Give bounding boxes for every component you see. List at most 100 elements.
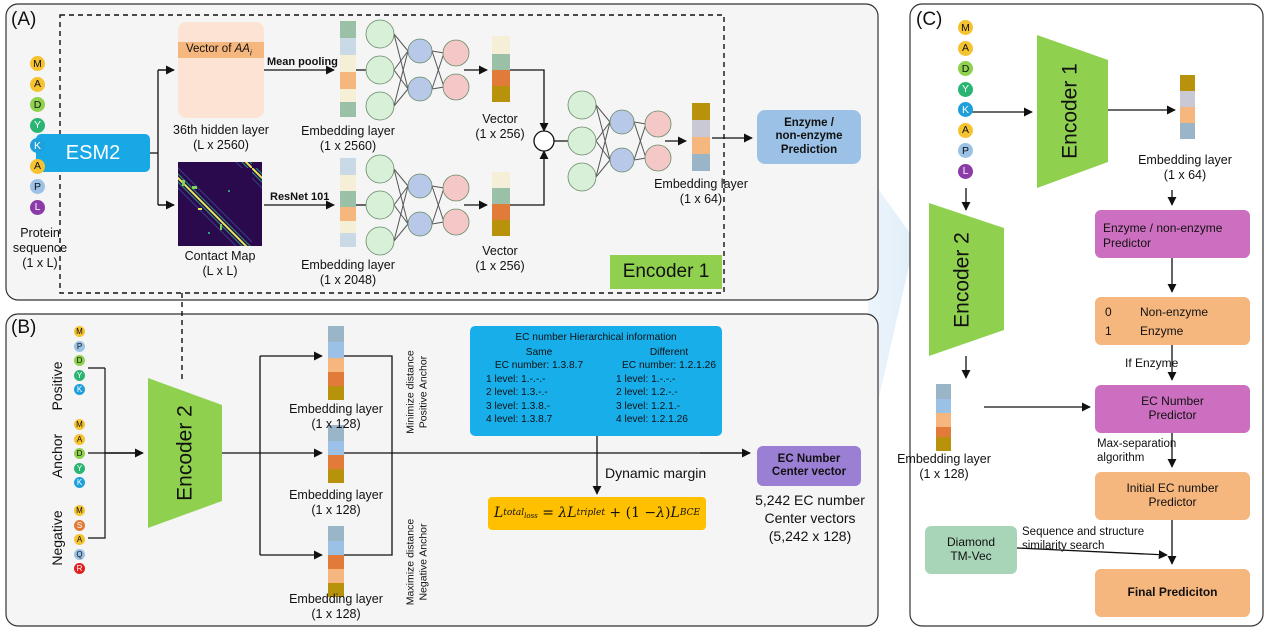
mlp-input-node <box>365 55 395 85</box>
embedding-64-stack-a <box>692 103 710 171</box>
c-encoder1-label: Encoder 1 <box>1058 63 1082 159</box>
concat-circle <box>533 130 555 152</box>
residue-circle: M <box>74 419 85 430</box>
residue-circle: M <box>958 20 973 35</box>
hidden-layer-label: 36th hidden layer (L x 2560) <box>173 123 269 152</box>
mlp-output-node <box>442 174 470 202</box>
loss-box <box>488 497 706 530</box>
hidden-vector-band <box>178 42 264 58</box>
ec-line: Different <box>649 347 689 358</box>
mlp-edge <box>393 50 409 107</box>
mlp-input-node <box>365 226 395 256</box>
c-if-enzyme-label: If Enzyme <box>1125 356 1179 370</box>
vector-bottom-label: Vector (1 x 256) <box>475 244 525 273</box>
embedding-64-label-a: Embedding layer (1 x 64) <box>654 177 748 206</box>
mlp-edge <box>393 50 409 71</box>
encoder2-label-b: Encoder 2 <box>173 405 197 501</box>
contact-map <box>178 162 262 246</box>
mlp-hidden-node <box>609 109 635 135</box>
hidden-vector-label: Vector of AAi <box>186 43 252 58</box>
ec-line: 3 level: 1.3.8.- <box>486 400 550 412</box>
mlp-edge <box>431 86 445 90</box>
residue-circle: P <box>74 340 85 352</box>
panel-c-label: (C) <box>916 9 943 30</box>
c-similarity-label: Sequence and structure similarity search <box>1022 526 1145 552</box>
mlp-input-node <box>567 162 597 192</box>
mlp-hidden-node <box>407 76 433 102</box>
vector-top-to-plus-arrow <box>510 69 549 132</box>
c-final-box <box>1095 569 1250 617</box>
ec-line: 1 level: 1.-.-.- <box>486 373 546 385</box>
encoder2-trapezoid-b <box>148 378 222 528</box>
enzyme-prediction-label: Enzyme / non-enzyme Prediction <box>775 117 843 156</box>
residue-circle: A <box>958 122 973 138</box>
enzyme-prediction-box <box>757 110 861 164</box>
residue-circle: K <box>958 102 973 117</box>
residue-circle: Y <box>958 81 973 97</box>
residue-circle: K <box>74 384 85 395</box>
merge-line <box>344 355 750 556</box>
mlp-edge <box>393 33 409 52</box>
mlp-input-node <box>567 90 597 120</box>
c-class0-num: 0 <box>1105 305 1112 319</box>
c-embedding-128-stack <box>936 384 951 451</box>
background-arrow <box>868 175 915 445</box>
residue-circle: A <box>74 433 85 445</box>
esm2-box <box>36 134 150 172</box>
negative-label: Negative <box>49 510 65 566</box>
vector-top-label: Vector (1 x 256) <box>475 112 525 141</box>
dynamic-margin-label: Dynamic margin <box>605 465 707 481</box>
c-ec-predictor-box <box>1095 385 1250 433</box>
residue-circle: L <box>30 199 45 215</box>
ec-line: Same <box>525 347 553 358</box>
residue-circle: D <box>30 97 45 112</box>
residue-circle: M <box>74 326 85 337</box>
c-final-label: Final Prediciton <box>1127 585 1218 600</box>
residue-circle: A <box>30 76 45 92</box>
encoder1-tag-box <box>610 255 722 289</box>
anchor-label: Anchor <box>49 433 65 479</box>
mlp-edge <box>431 185 445 189</box>
residue-circle: D <box>74 355 85 366</box>
residue-circle: Q <box>74 548 85 560</box>
residue-circle: P <box>958 143 973 158</box>
mlp-edge <box>431 52 445 90</box>
residue-circle: M <box>30 56 45 71</box>
c-enzyme-predictor-label: Enzyme / non-enzyme Predictor <box>1103 221 1223 250</box>
residue-circle: D <box>958 61 973 76</box>
encoder2-split-line <box>222 356 261 555</box>
ec-line: 1 level: 1.-.-.- <box>616 373 676 385</box>
residue-circle: K <box>30 138 45 153</box>
mlp-output-node <box>644 144 672 172</box>
mlp-input-node <box>567 126 597 156</box>
c-initial-predictor-label: Initial EC number Predictor <box>1126 481 1219 509</box>
embedding-128-stack-3 <box>328 526 344 597</box>
c-diamond-box <box>925 526 1017 574</box>
panel-b-label: (B) <box>11 317 37 338</box>
c-max-separation-label: Max-separation algorithm <box>1097 438 1177 464</box>
mlp-hidden-node <box>407 38 433 64</box>
mlp-hidden-node <box>407 211 433 237</box>
ec-line: 4 level: 1.3.8.7 <box>486 413 553 425</box>
vector-bottom-to-plus-arrow <box>510 150 549 206</box>
mlp-edge <box>595 121 611 142</box>
residue-circle: S <box>74 519 85 531</box>
mlp-edge <box>595 104 611 161</box>
ec-center-label: EC Number Center vector <box>771 452 847 478</box>
residue-circle: M <box>74 505 85 516</box>
protein-sequence-label: Protein sequence (1 x L) <box>12 226 68 270</box>
embedding-128-label-1: Embedding layer (1 x 128) <box>289 402 383 431</box>
mlp-edge <box>393 168 409 225</box>
mlp-output-node <box>644 110 672 138</box>
positive-label: Positive <box>49 361 65 411</box>
mlp-edge <box>393 33 409 90</box>
mlp-edge <box>393 88 409 107</box>
embedding-128-label-2: Embedding layer (1 x 128) <box>289 488 383 517</box>
ec-center-box <box>757 446 861 486</box>
residue-circle: Y <box>30 117 45 133</box>
residue-circle: Y <box>74 369 85 381</box>
c-encoder2-trapezoid <box>929 203 1004 356</box>
mlp-output-node <box>442 39 470 67</box>
maximize-distance-label: Maximize distance Negative Anchor <box>404 518 429 606</box>
residue-circle: A <box>958 40 973 56</box>
